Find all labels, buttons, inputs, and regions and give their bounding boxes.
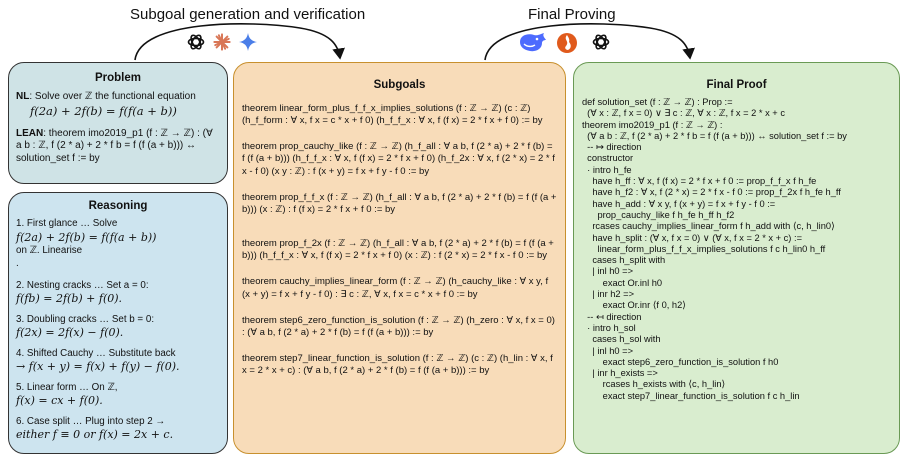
reasoning-step: 1. First glance … Solve f(2a) + 2f(b) = …: [16, 218, 220, 271]
lean-label: LEAN: [16, 127, 44, 139]
step-math: f(2x) = 2f(x) − f(0).: [16, 326, 124, 340]
subgoals-title: Subgoals: [373, 79, 426, 91]
reasoning-title: Reasoning: [88, 200, 148, 212]
proof-line: | inr h2 =>: [582, 289, 635, 300]
subgoal-theorem: theorem linear_form_plus_f_f_x_implies_s…: [242, 103, 543, 127]
step-text: 3. Doubling cracks … Set b = 0:: [16, 313, 155, 325]
final-proof-panel: Final Proof def solution_set (f : ℤ → ℤ)…: [573, 62, 900, 454]
subgoal-theorem: theorem step6_zero_function_is_solution …: [242, 314, 555, 338]
reasoning-step: 6. Case split … Plug into step 2 → eithe…: [16, 416, 220, 443]
problem-nl: NL: Solve over ℤ the functional equation…: [16, 91, 220, 119]
lean-text: : theorem imo2019_p1 (f : ℤ → ℤ) : (∀ a …: [16, 127, 213, 165]
step-text: 1. First glance … Solve: [16, 218, 118, 229]
subgoal-theorem: theorem prop_cauchy_like (f : ℤ → ℤ) (h_…: [242, 141, 555, 177]
step-math: f(fb) = 2f(b) + f(0).: [16, 292, 123, 306]
proof-line: | inl h0 =>: [582, 345, 633, 356]
final-proof-title: Final Proof: [706, 79, 767, 91]
openai-icon: [592, 34, 610, 50]
step-tail: on ℤ. Linearise: [16, 245, 83, 257]
reasoning-step: 5. Linear form … On ℤ, f(x) = cx + f(0).: [16, 382, 220, 409]
deepseek-icon: [520, 33, 546, 52]
proof-line: cases h_sol with: [582, 334, 661, 345]
subgoal-theorem: theorem cauchy_implies_linear_form (f : …: [242, 276, 549, 300]
step-math: → f(x + y) = f(x) + f(y) − f(0).: [16, 360, 180, 374]
problem-panel: Problem NL: Solve over ℤ the functional …: [8, 62, 228, 184]
proof-line: theorem imo2019_p1 (f : ℤ → ℤ) :: [582, 119, 723, 130]
step-text: 6. Case split … Plug into step 2 →: [16, 415, 166, 427]
problem-lean: LEAN: theorem imo2019_p1 (f : ℤ → ℤ) : (…: [16, 128, 220, 166]
step-extra: .: [16, 257, 19, 269]
nl-text: : Solve over ℤ the functional equation: [29, 91, 196, 102]
arrow-problem-to-subgoals: [134, 23, 345, 61]
step-math: either f ≡ 0 or f(x) = 2x + c.: [16, 428, 174, 442]
reasoning-step: 3. Doubling cracks … Set b = 0: f(2x) = …: [16, 314, 220, 341]
proof-line: exact Or.inr ⟨f 0, h2⟩: [582, 300, 686, 311]
proof-line: -- ↦ direction: [582, 142, 642, 153]
subgoal-theorem: theorem prop_f_2x (f : ℤ → ℤ) (h_f_all :…: [242, 238, 554, 262]
header-subgoal-generation: Subgoal generation and verification: [130, 6, 366, 23]
gemini-icon: [239, 33, 257, 51]
proof-line: exact Or.inl h0: [582, 277, 663, 288]
proof-line: · intro h_sol: [582, 322, 636, 333]
step-text: 4. Shifted Cauchy … Substitute back: [16, 347, 176, 359]
nl-equation: f(2a) + 2f(b) = f(f(a + b)): [30, 103, 177, 118]
proof-line: have h_add : ∀ x y, f (x + y) = f x + f …: [582, 198, 776, 209]
proof-line: -- ↤ direction: [582, 311, 642, 322]
proof-line: constructor: [582, 153, 634, 164]
proof-line: prop_cauchy_like f h_fe h_ff h_f2: [582, 209, 735, 220]
problem-title: Problem: [94, 72, 141, 84]
claude-icon: [213, 33, 231, 51]
proof-line: cases h_split with: [582, 255, 666, 266]
proof-line: (∀ a b : ℤ, f (2 * a) + 2 * f b = f (f (…: [582, 130, 847, 141]
proof-line: have h_split : (∀ x, f x = 0) ∨ (∀ x, f …: [582, 232, 802, 243]
proof-line: (∀ x : ℤ, f x = 0) ∨ ∃ c : ℤ, ∀ x : ℤ, f…: [582, 108, 785, 119]
proof-line: have h_f2 : ∀ x, f (2 * x) = 2 * f x - f…: [582, 187, 841, 198]
header-final-proving: Final Proving: [528, 6, 616, 23]
openai-icon: [187, 34, 205, 50]
nl-label: NL: [16, 91, 30, 102]
proof-line: rcases h_exists with ⟨c, h_lin⟩: [582, 379, 726, 390]
step-text: 2. Nesting cracks … Set a = 0:: [16, 279, 149, 291]
proof-line: · intro h_fe: [582, 164, 632, 175]
proof-line: have h_ff : ∀ x, f (f x) = 2 * f x + f 0…: [582, 176, 817, 187]
reasoning-step: 2. Nesting cracks … Set a = 0: f(fb) = 2…: [16, 280, 220, 307]
qwen-icon: [557, 33, 577, 53]
step-math: f(x) = cx + f(0).: [16, 394, 103, 408]
proof-line: | inl h0 =>: [582, 266, 633, 277]
reasoning-panel: Reasoning 1. First glance … Solve f(2a) …: [8, 192, 228, 454]
proof-line: def solution_set (f : ℤ → ℤ) : Prop :=: [582, 97, 733, 107]
step-text: 5. Linear form … On ℤ,: [16, 381, 118, 393]
proof-line: rcases cauchy_implies_linear_form f h_ad…: [582, 221, 835, 232]
proof-line: exact step6_zero_function_is_solution f …: [582, 356, 779, 367]
proof-line: | inr h_exists =>: [582, 368, 658, 379]
step-math: f(2a) + 2f(b) = f(f(a + b)): [16, 230, 157, 244]
subgoal-theorem: theorem step7_linear_function_is_solutio…: [242, 353, 553, 377]
subgoals-panel: Subgoals theorem linear_form_plus_f_f_x_…: [233, 62, 566, 454]
subgoal-theorem: theorem prop_f_f_x (f : ℤ → ℤ) (h_f_all …: [242, 191, 557, 215]
proof-line: linear_form_plus_f_f_x_implies_solutions…: [582, 243, 826, 254]
proof-line: exact step7_linear_function_is_solution …: [582, 390, 800, 401]
arrow-subgoals-to-final: [484, 23, 695, 61]
reasoning-step: 4. Shifted Cauchy … Substitute back → f(…: [16, 348, 220, 375]
